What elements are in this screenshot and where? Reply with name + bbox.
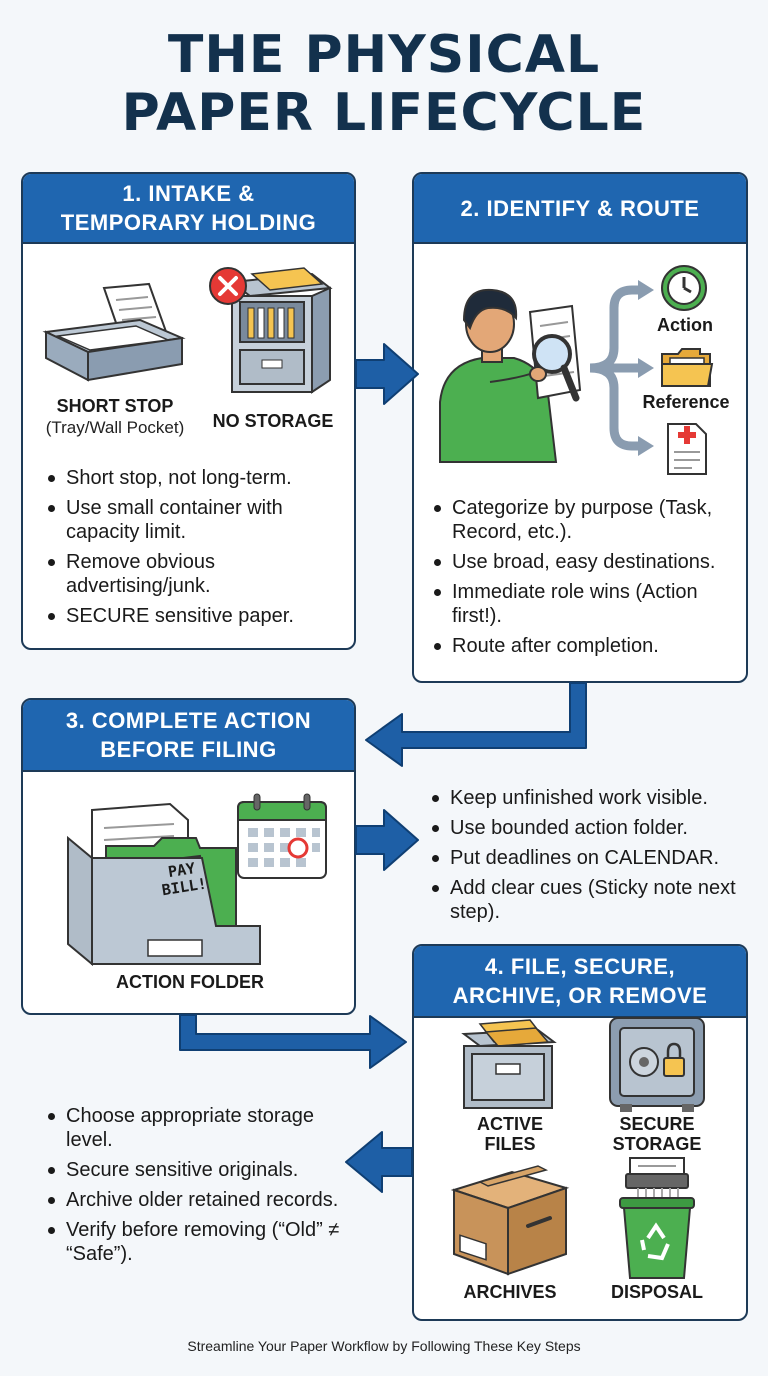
list-item: Use broad, easy destinations. xyxy=(432,550,738,574)
list-item: Remove obvious advertising/junk. xyxy=(46,550,336,598)
step-1-heading: 1. INTAKE & TEMPORARY HOLDING xyxy=(23,174,354,244)
list-item: Categorize by purpose (Task, Record, etc… xyxy=(432,496,738,544)
step-3-heading-line-1: 3. COMPLETE ACTION xyxy=(65,708,312,733)
action-folder-label: ACTION FOLDER xyxy=(116,972,264,992)
step-1-bullets: Short stop, not long-term. Use small con… xyxy=(46,466,336,634)
person-magnifier-icon xyxy=(439,288,582,463)
secure-storage-label: SECURE STORAGE xyxy=(596,1114,718,1154)
active-files-label-line-2: FILES xyxy=(484,1134,536,1154)
box-icon xyxy=(450,1165,570,1276)
disposal-label: DISPOSAL xyxy=(610,1282,703,1302)
list-item: Add clear cues (Sticky note next step). xyxy=(430,876,740,924)
step-4-bullets: Choose appropriate storage level. Secure… xyxy=(46,1104,346,1272)
list-item: Secure sensitive originals. xyxy=(46,1158,346,1182)
action-label: Action xyxy=(657,315,713,335)
list-item: Choose appropriate storage level. xyxy=(46,1104,346,1152)
list-item: Immediate role wins (Action first!). xyxy=(432,580,738,628)
recycle-bin-icon xyxy=(619,1157,695,1279)
footer-text: Streamline Your Paper Workflow by Follow… xyxy=(187,1338,581,1354)
page-title: THE PHYSICAL PAPER LIFECYCLE xyxy=(0,26,768,142)
step-2-heading-line-1: 2. IDENTIFY & ROUTE xyxy=(460,195,700,221)
step-1-card: 1. INTAKE & TEMPORARY HOLDING xyxy=(21,172,356,650)
step-3-heading: 3. COMPLETE ACTION BEFORE FILING xyxy=(23,700,354,772)
action-folder-icon xyxy=(67,802,261,967)
file-cabinet-icon xyxy=(229,267,333,394)
active-files-icon xyxy=(461,1019,557,1109)
list-item: Short stop, not long-term. xyxy=(46,466,336,490)
list-item: Keep unfinished work visible. xyxy=(430,786,740,810)
folder-icon xyxy=(661,348,714,387)
safe-icon xyxy=(609,1017,705,1112)
title-line-2: PAPER LIFECYCLE xyxy=(121,83,647,143)
step-4-heading: 4. FILE, SECURE, ARCHIVE, OR REMOVE xyxy=(414,946,746,1018)
active-files-label-line-1: ACTIVE xyxy=(476,1114,543,1134)
list-item: Use bounded action folder. xyxy=(430,816,740,840)
list-item: Put deadlines on CALENDAR. xyxy=(430,846,740,870)
step-3-heading-line-2: BEFORE FILING xyxy=(100,737,277,762)
medical-document-icon xyxy=(667,423,707,475)
short-stop-label: SHORT STOP xyxy=(56,396,174,416)
short-stop-sublabel: (Tray/Wall Pocket) xyxy=(45,418,185,437)
active-files-label: ACTIVE FILES xyxy=(450,1114,570,1154)
step-3-bullets: Keep unfinished work visible. Use bounde… xyxy=(430,786,740,930)
list-item: Archive older retained records. xyxy=(46,1188,346,1212)
calendar-icon xyxy=(237,793,327,879)
step-2-bullets: Categorize by purpose (Task, Record, etc… xyxy=(432,496,738,664)
secure-storage-label-line-1: SECURE xyxy=(619,1114,695,1134)
reference-label: Reference xyxy=(642,392,730,412)
branch-arrows-icon xyxy=(589,280,654,456)
step-4-heading-line-1: 4. FILE, SECURE, xyxy=(484,954,676,979)
list-item: Route after completion. xyxy=(432,634,738,658)
step-1-heading-line-1: 1. INTAKE & xyxy=(122,181,255,206)
list-item: Use small container with capacity limit. xyxy=(46,496,336,544)
archives-label: ARCHIVES xyxy=(463,1282,557,1302)
title-line-1: THE PHYSICAL xyxy=(167,25,601,85)
step-4-heading-line-2: ARCHIVE, OR REMOVE xyxy=(452,983,708,1008)
step-1-heading-line-2: TEMPORARY HOLDING xyxy=(60,210,317,235)
inbox-tray-icon xyxy=(42,282,186,382)
clock-icon xyxy=(661,265,707,311)
list-item: SECURE sensitive paper. xyxy=(46,604,336,628)
list-item: Verify before removing (“Old” ≠ “Safe”). xyxy=(46,1218,346,1266)
no-storage-label: NO STORAGE xyxy=(212,411,334,431)
secure-storage-label-line-2: STORAGE xyxy=(612,1134,702,1154)
step-2-heading: 2. IDENTIFY & ROUTE xyxy=(414,174,746,244)
x-circle-icon xyxy=(209,267,247,305)
